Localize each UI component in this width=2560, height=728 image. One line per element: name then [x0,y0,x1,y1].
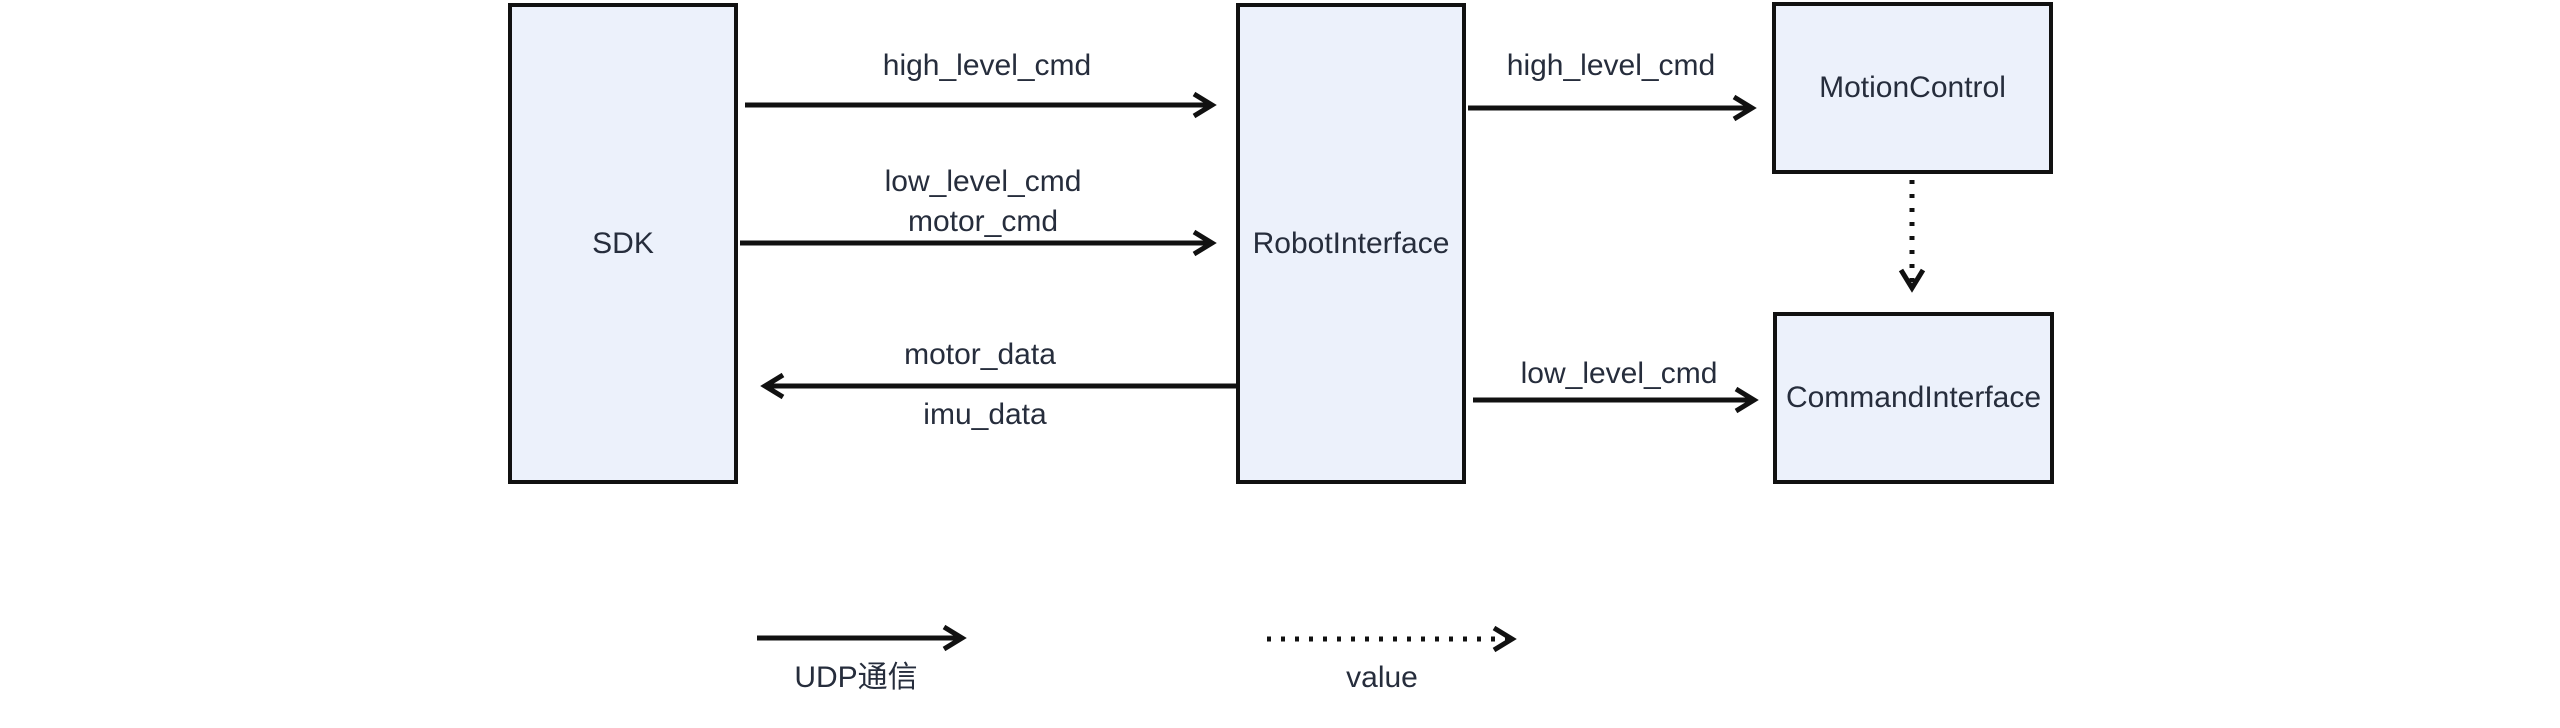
edge-label-motor-data: motor_data [904,338,1056,371]
sdk-box-label: SDK [592,226,654,260]
motion-control-box: MotionControl [1772,2,2053,174]
edge-label-motor-cmd-sdk: motor_cmd [907,205,1059,238]
edge-label-high-level-cmd-motion: high_level_cmd [1506,49,1716,82]
robot-interface-box: RobotInterface [1236,3,1466,484]
legend-dotted-arrow-label: value [1346,661,1418,694]
command-interface-box-label: CommandInterface [1785,381,2042,414]
robot-interface-box-label: RobotInterface [1252,226,1450,260]
edge-label-high-level-cmd-sdk: high_level_cmd [882,49,1092,82]
edge-label-imu-data: imu_data [923,398,1047,431]
edge-label-low-level-cmd-command: low_level_cmd [1520,357,1718,390]
motion-control-box-label: MotionControl [1819,71,2006,104]
sdk-box: SDK [508,3,738,484]
legend-solid-arrow-label: UDP通信 [794,661,918,694]
edge-label-low-level-cmd-sdk: low_level_cmd [884,165,1082,198]
command-interface-box: CommandInterface [1773,312,2054,484]
